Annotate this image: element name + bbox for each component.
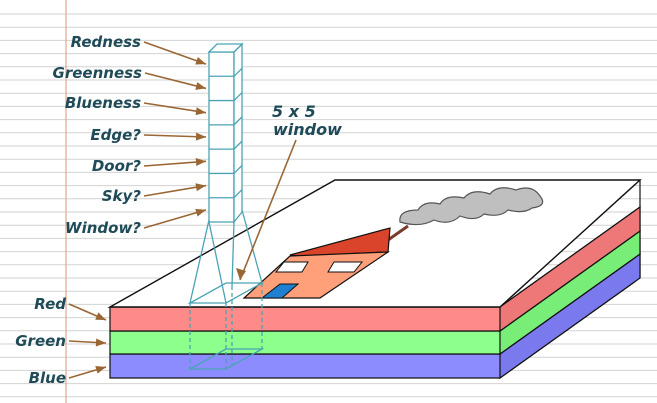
feature-arrow-head [195,107,206,116]
window-arrow [239,139,297,281]
house-window-right [327,261,364,273]
feature-arrow [143,160,207,167]
channel-label: Green [15,332,66,350]
column-cell-divider-side [233,189,243,199]
feature-label: Sky? [102,187,142,205]
feature-arrow-head [195,183,206,192]
feature-arrow [143,134,207,138]
column-cell-divider-side [233,164,243,174]
column-cell-divider-side [233,116,243,126]
feature-arrow-head [195,158,206,167]
window-annotation: 5 x 5 window [236,102,342,281]
house-door [260,283,300,299]
feature-arrow-head [195,82,206,90]
feature-label: Blueness [65,94,141,112]
channel-arrow-head [95,312,106,320]
feature-label: Greenness [53,64,143,82]
house-window-left [274,261,309,273]
channel-arrow-head [95,338,106,347]
column-cell-divider-side [233,140,243,150]
feature-arrow [143,209,207,229]
channel-arrow-head [95,366,106,374]
scene [242,187,544,299]
feature-label: Window? [65,219,141,237]
feature-arrow [144,72,207,90]
feature-arrow [143,41,207,65]
feature-arrow-head [195,57,206,65]
chimney [387,224,409,242]
feature-arrow-head [195,132,206,141]
feature-arrow [143,102,207,114]
feature-label: Edge? [90,126,141,144]
column-cell-divider-side [233,67,243,77]
feature-column [189,42,263,304]
window-arrow-head [236,268,246,280]
channel-label: Blue [29,369,66,387]
channel-label: Red [34,295,66,313]
window-label-line1: 5 x 5 [272,102,316,121]
feature-arrow-head [195,208,206,217]
feature-label: Redness [71,33,141,51]
window-label-line2: window [273,120,342,139]
feature-arrow [143,184,207,197]
cloud [399,187,544,226]
red-layer-side [499,205,641,333]
feature-label: Door? [92,157,141,175]
column-cell-divider-side [233,92,243,102]
